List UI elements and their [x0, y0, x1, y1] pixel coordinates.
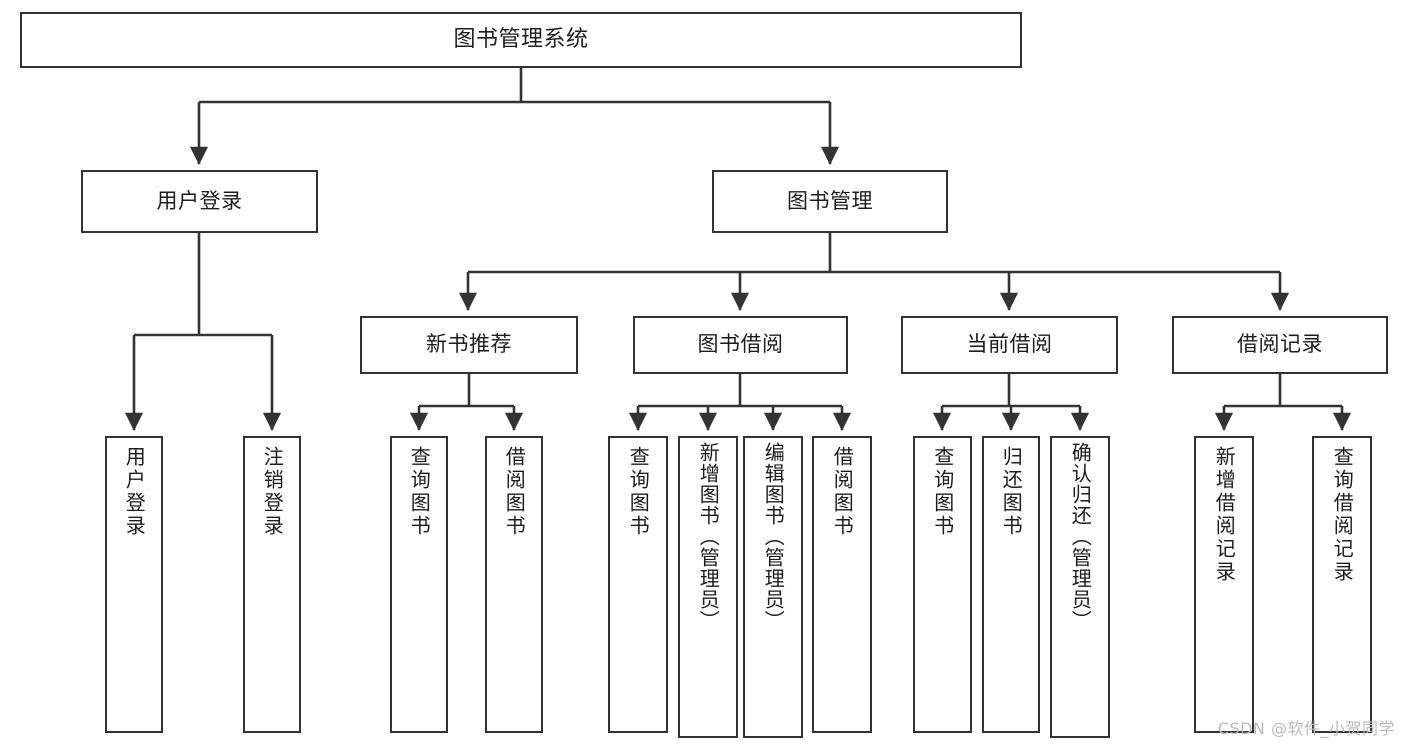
node-leaf-borrow-book-1[interactable]: 借阅图书: [485, 436, 543, 733]
node-leaf-return-book[interactable]: 归还图书: [982, 436, 1040, 733]
node-leaf-query-book-2-label: 查询图书: [626, 446, 651, 538]
node-leaf-borrow-book-2-label: 借阅图书: [830, 446, 855, 538]
node-root[interactable]: 图书管理系统: [20, 12, 1022, 68]
node-borrow-record-label: 借阅记录: [1237, 332, 1323, 357]
node-leaf-borrow-book-2[interactable]: 借阅图书: [812, 436, 872, 733]
node-leaf-confirm-return-label: 确认归还（管理员）: [1068, 442, 1093, 631]
node-leaf-add-record[interactable]: 新增借阅记录: [1194, 436, 1254, 733]
node-current-borrow-label: 当前借阅: [966, 332, 1053, 357]
node-leaf-query-book-3[interactable]: 查询图书: [913, 436, 972, 733]
node-leaf-borrow-book-1-label: 借阅图书: [502, 446, 527, 538]
node-leaf-query-record[interactable]: 查询借阅记录: [1312, 436, 1372, 733]
node-leaf-add-book[interactable]: 新增图书（管理员）: [678, 436, 738, 738]
csdn-watermark: CSDN @软件_小贺同学: [1217, 719, 1395, 738]
node-leaf-query-record-label: 查询借阅记录: [1330, 446, 1355, 584]
node-leaf-edit-book[interactable]: 编辑图书（管理员）: [743, 436, 803, 738]
node-leaf-query-book-3-label: 查询图书: [930, 446, 955, 538]
node-leaf-query-book-1-label: 查询图书: [407, 446, 432, 538]
node-leaf-return-book-label: 归还图书: [999, 446, 1024, 538]
node-leaf-user-login-label: 用户登录: [122, 446, 147, 538]
node-leaf-edit-book-label: 编辑图书（管理员）: [761, 442, 786, 631]
node-leaf-query-book-2[interactable]: 查询图书: [608, 436, 668, 733]
node-leaf-user-login[interactable]: 用户登录: [105, 436, 163, 733]
node-root-label: 图书管理系统: [453, 26, 589, 52]
node-book-borrow-label: 图书借阅: [697, 332, 784, 357]
node-book-manage[interactable]: 图书管理: [712, 170, 948, 233]
node-leaf-add-book-label: 新增图书（管理员）: [696, 442, 721, 631]
node-borrow-record[interactable]: 借阅记录: [1172, 316, 1388, 374]
node-user-login-label: 用户登录: [156, 188, 243, 213]
node-leaf-logout[interactable]: 注销登录: [243, 436, 301, 733]
node-leaf-confirm-return[interactable]: 确认归还（管理员）: [1050, 436, 1110, 738]
node-user-login[interactable]: 用户登录: [81, 170, 318, 233]
node-book-borrow[interactable]: 图书借阅: [633, 316, 848, 374]
node-leaf-add-record-label: 新增借阅记录: [1212, 446, 1237, 584]
node-new-book-rec-label: 新书推荐: [426, 332, 512, 357]
node-current-borrow[interactable]: 当前借阅: [901, 316, 1118, 374]
node-leaf-query-book-1[interactable]: 查询图书: [390, 436, 448, 733]
node-book-manage-label: 图书管理: [787, 188, 873, 213]
node-leaf-logout-label: 注销登录: [260, 446, 285, 538]
node-new-book-rec[interactable]: 新书推荐: [360, 316, 578, 374]
